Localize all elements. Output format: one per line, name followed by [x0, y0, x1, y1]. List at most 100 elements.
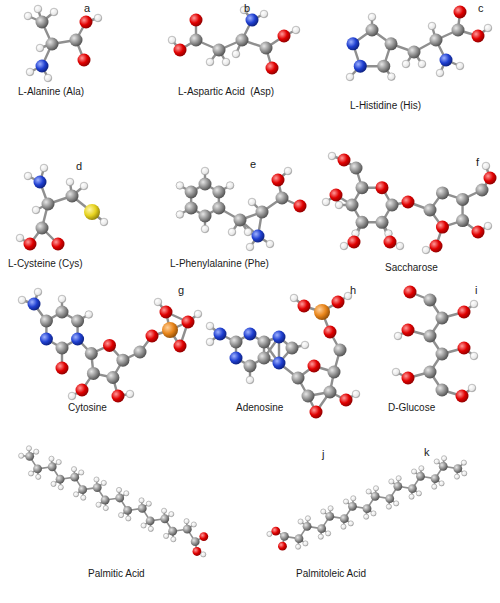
atom: [24, 238, 37, 251]
atom: [388, 73, 396, 81]
panel-letter: f: [476, 156, 479, 169]
atom: [138, 504, 147, 513]
atom: [468, 384, 476, 392]
atom: [206, 322, 214, 330]
atom: [436, 384, 449, 397]
atom: [94, 477, 99, 482]
atom: [366, 489, 371, 494]
atom: [385, 37, 398, 50]
atom: [50, 8, 58, 16]
atom: [40, 315, 53, 328]
atom: [346, 199, 359, 212]
atom: [116, 487, 121, 492]
atom: [87, 367, 100, 380]
atom: [402, 196, 415, 209]
molecule-name: D-Glucose: [388, 402, 435, 414]
atom: [168, 527, 177, 536]
molecule-name: L-Aspartic Acid (Asp): [178, 86, 274, 98]
atom: [273, 357, 286, 370]
atom: [199, 178, 212, 191]
atom: [71, 315, 84, 328]
atom: [402, 60, 410, 68]
atom: [260, 42, 273, 55]
atom: [160, 306, 173, 319]
atom: [340, 394, 353, 407]
atom: [199, 210, 212, 223]
atom: [134, 346, 147, 359]
atom: [394, 332, 402, 340]
atom: [226, 182, 234, 190]
atom: [393, 482, 402, 491]
atom: [318, 534, 323, 539]
atom: [436, 312, 449, 325]
atom: [266, 240, 274, 248]
atom: [341, 524, 346, 529]
atom: [432, 484, 437, 489]
atom: [40, 164, 48, 172]
atom: [462, 471, 467, 476]
atom: [271, 527, 280, 536]
atom: [332, 296, 345, 309]
atom: [256, 206, 269, 219]
atom: [66, 178, 74, 186]
atom: [301, 341, 309, 349]
atom: [115, 494, 124, 503]
atom: [76, 384, 89, 397]
atom: [230, 336, 243, 349]
atom: [56, 342, 69, 355]
atom: [48, 462, 57, 471]
atom: [470, 352, 478, 360]
atom: [101, 496, 110, 505]
atom: [246, 14, 259, 27]
atom: [146, 501, 151, 506]
panel-letter: a: [84, 2, 90, 15]
atom: [139, 498, 144, 503]
atom: [326, 531, 331, 536]
atom: [85, 347, 98, 360]
atom: [214, 328, 227, 341]
molecule-name: L-Histidine (His): [350, 100, 421, 112]
atom: [366, 24, 379, 37]
atom: [335, 201, 343, 209]
atom: [458, 306, 471, 319]
atom: [431, 474, 440, 483]
atom: [330, 189, 343, 202]
atom: [206, 58, 214, 66]
atom: [183, 525, 192, 534]
atom: [51, 481, 56, 486]
atom: [308, 360, 321, 373]
atom: [246, 376, 254, 384]
atom: [394, 501, 399, 506]
atom: [408, 484, 417, 493]
atom: [328, 152, 336, 160]
atom: [402, 324, 415, 337]
atom: [416, 472, 425, 481]
atom: [363, 504, 372, 513]
panel-letter: d: [76, 160, 82, 173]
atom: [338, 154, 351, 167]
atom: [290, 294, 298, 302]
atom: [418, 60, 426, 68]
atom: [244, 328, 257, 341]
molecule-name: Saccharose: [385, 262, 438, 274]
atom: [52, 238, 65, 251]
atom: [273, 331, 286, 344]
atom: [461, 460, 466, 465]
atom: [46, 38, 59, 51]
atom: [439, 481, 444, 486]
atom: [201, 552, 206, 557]
atom: [278, 30, 291, 43]
atom: [32, 206, 40, 214]
atom: [328, 506, 333, 511]
atom: [171, 537, 176, 542]
atom: [322, 198, 330, 206]
atom: [484, 172, 497, 185]
atom: [386, 504, 391, 509]
atom: [278, 542, 287, 551]
atom: [36, 222, 49, 235]
atom: [346, 37, 359, 50]
atom: [286, 342, 299, 355]
atom: [364, 514, 369, 519]
atom: [124, 491, 129, 496]
atom: [116, 354, 129, 367]
